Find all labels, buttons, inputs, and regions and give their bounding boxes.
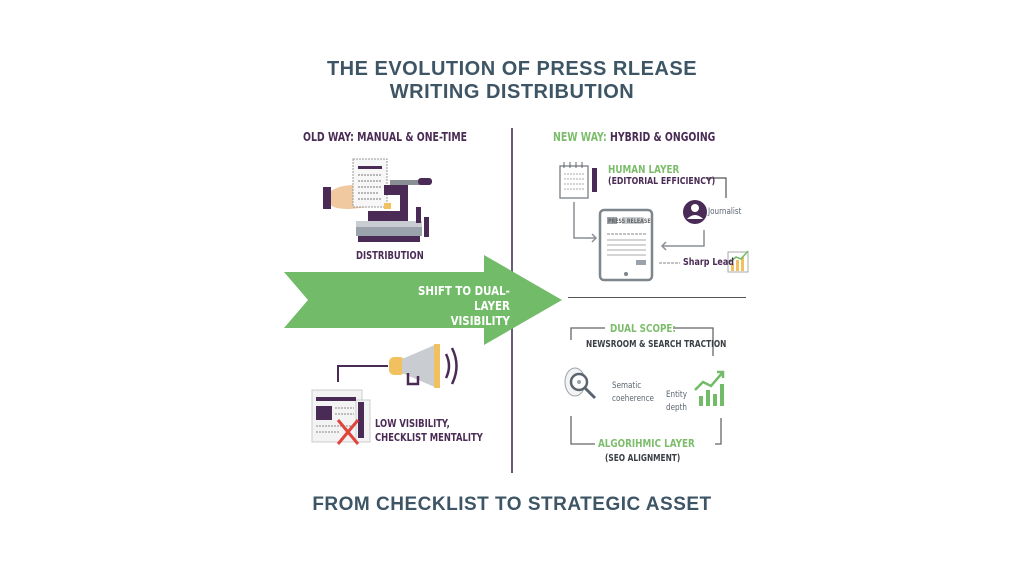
distribution-label: DISTRIBUTION [356, 250, 424, 262]
arrow-label: SHIFT TO DUAL-LAYER VISIBILITY [391, 283, 510, 328]
footer-tagline: FROM CHECKLIST TO STRATEGIC ASSET [312, 494, 712, 515]
growth-chart-icon [694, 370, 725, 406]
arrow-label-line-2: VISIBILITY [450, 313, 510, 328]
x-mark-icon [336, 419, 360, 445]
entity-line-2: depth [666, 403, 687, 413]
algorithmic-layer-subtitle: (SEO ALIGNMENT) [605, 453, 681, 464]
tablet-icon [598, 208, 654, 282]
semantic-coherence-label: Sematic coeherence [612, 380, 654, 406]
brain-magnifier-icon [564, 367, 597, 400]
notepad-icon [559, 162, 589, 199]
entity-line-1: Entity [666, 390, 688, 400]
old-way-heading: OLD WAY: MANUAL & ONE-TIME [303, 130, 468, 144]
page-title: THE EVOLUTION OF PRESS RLEASE WRITING DI… [0, 58, 1024, 104]
arrow-label-line-1: SHIFT TO DUAL-LAYER [418, 283, 510, 313]
dual-scope-subtitle: NEWSROOM & SEARCH TRACTION [586, 339, 727, 350]
shift-arrow [284, 255, 562, 345]
human-layer-title: HUMAN LAYER [608, 163, 680, 176]
tablet-heading: PRESS RELEASE [608, 218, 651, 225]
title-line-2: WRITING DISTRIBUTION [389, 81, 635, 103]
low-visibility-illustration [311, 344, 458, 445]
pen-icon [592, 168, 597, 192]
low-visibility-label: LOW VISIBILITY, CHECKLIST MENTALITY [375, 417, 483, 445]
new-way-heading: NEW WAY: HYBRID & ONGOING [553, 130, 715, 144]
semantic-line-1: Sematic [612, 381, 642, 391]
right-divider [568, 297, 746, 298]
algorithmic-layer-title: ALGORIHMIC LAYER [598, 437, 695, 450]
low-visibility-line-2: CHECKLIST MENTALITY [375, 432, 483, 444]
newspaper-icon [311, 389, 371, 443]
human-layer-subtitle: (EDITORIAL EFFICIENCY) [608, 176, 716, 187]
algorithmic-layer-diagram [564, 327, 725, 445]
human-layer-diagram [559, 162, 749, 282]
user-avatar-icon [683, 200, 707, 224]
low-visibility-line-1: LOW VISIBILITY, [375, 418, 450, 430]
title-line-1: THE EVOLUTION OF PRESS RLEASE [326, 58, 698, 80]
printing-press-icon [323, 158, 432, 242]
semantic-line-2: coeherence [612, 394, 654, 404]
new-way-label: NEW WAY: [553, 130, 607, 144]
sharp-lead-label: Sharp Lead [683, 257, 734, 268]
journalist-label: Journalist [708, 207, 742, 217]
dual-scope-title: DUAL SCOPE: [610, 322, 676, 335]
new-way-subtitle: HYBRID & ONGOING [610, 130, 716, 144]
bar-chart-icon [727, 250, 749, 273]
entity-depth-label: Entity depth [666, 389, 687, 415]
